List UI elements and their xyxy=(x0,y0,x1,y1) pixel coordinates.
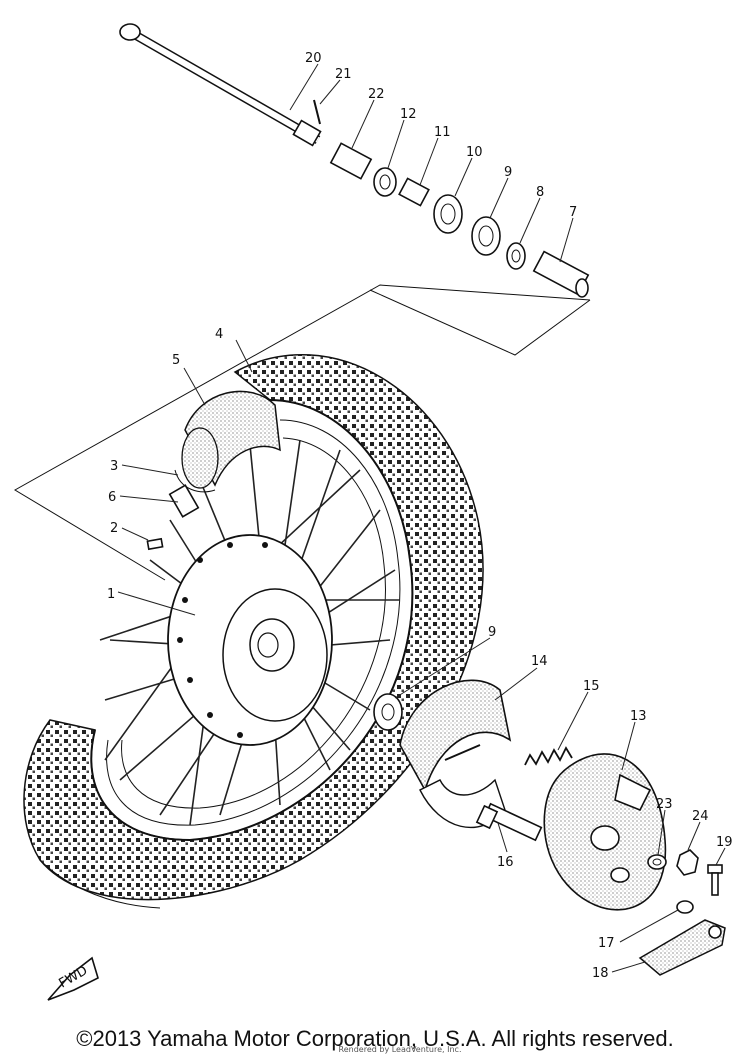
callout-6: 6 xyxy=(108,490,116,505)
reference-outline xyxy=(14,284,591,581)
washer-17 xyxy=(676,900,694,914)
callout-15: 15 xyxy=(583,679,600,694)
bearing-10 xyxy=(433,194,463,234)
return-spring xyxy=(524,746,573,766)
oil-seal-12 xyxy=(373,167,397,197)
callout-20: 20 xyxy=(305,51,322,66)
washer-23 xyxy=(647,854,667,870)
callout-16: 16 xyxy=(497,855,514,870)
rendered-by-credit: Rendered by LeadVenture, Inc. xyxy=(338,1045,462,1054)
callout-14: 14 xyxy=(531,654,548,669)
bolt-19 xyxy=(707,864,723,896)
callout-23: 23 xyxy=(656,797,673,812)
callout-2: 2 xyxy=(110,521,118,536)
bearing-9-upper xyxy=(471,216,501,256)
leader-lines xyxy=(117,63,726,973)
callout-labels: 20 21 22 12 11 10 9 8 7 4 5 3 6 2 1 9 14… xyxy=(107,51,733,981)
valve-stem xyxy=(168,484,200,518)
nut-24 xyxy=(676,849,699,876)
brake-plate xyxy=(543,753,667,911)
callout-11: 11 xyxy=(434,125,451,140)
callout-19: 19 xyxy=(716,835,733,850)
callout-5: 5 xyxy=(172,353,180,368)
spacer-22 xyxy=(329,142,373,180)
inner-tube xyxy=(181,390,281,489)
callout-12: 12 xyxy=(400,107,417,122)
rim xyxy=(90,399,414,842)
callout-10: 10 xyxy=(466,145,483,160)
callout-21: 21 xyxy=(335,67,352,82)
callout-13: 13 xyxy=(630,709,647,724)
copyright-notice: ©2013 Yamaha Motor Corporation, U.S.A. A… xyxy=(76,1026,674,1051)
callout-18: 18 xyxy=(592,966,609,981)
callout-1: 1 xyxy=(107,587,115,602)
spoke-nipple xyxy=(146,537,164,551)
callout-7: 7 xyxy=(569,205,577,220)
cotter-pin xyxy=(313,99,321,125)
cam-lever xyxy=(638,919,726,976)
callout-17: 17 xyxy=(598,936,615,951)
bearing-9-lower xyxy=(373,693,403,731)
collar-7 xyxy=(532,250,590,298)
callout-4: 4 xyxy=(215,327,223,342)
fwd-arrow-icon: FWD xyxy=(47,956,99,1001)
callout-24: 24 xyxy=(692,809,709,824)
callout-9-lower: 9 xyxy=(488,625,496,640)
front-axle xyxy=(119,23,322,147)
spacer-11 xyxy=(398,177,430,207)
callout-9-upper: 9 xyxy=(504,165,512,180)
callout-8: 8 xyxy=(536,185,544,200)
callout-3: 3 xyxy=(110,459,118,474)
oil-seal-8 xyxy=(506,242,526,270)
hub xyxy=(167,534,333,746)
callout-22: 22 xyxy=(368,87,385,102)
brake-camshaft xyxy=(475,802,543,842)
